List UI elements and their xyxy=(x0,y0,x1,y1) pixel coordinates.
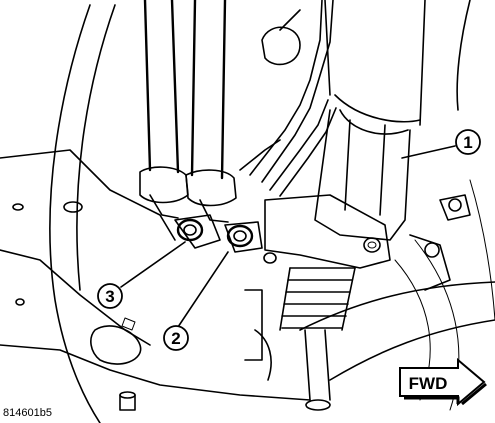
rack-boot-bellows xyxy=(244,252,356,411)
callout-2: 2 xyxy=(163,325,189,351)
figure-id-label: 814601b5 xyxy=(3,407,52,419)
wheel-hub-backdrop xyxy=(49,4,495,423)
metal-tubes xyxy=(239,0,337,197)
callout-3: 3 xyxy=(97,283,123,309)
callout-1-label: 1 xyxy=(463,133,472,152)
callout-leaders xyxy=(120,145,456,331)
callout-2-label: 2 xyxy=(171,329,180,348)
hose-fittings xyxy=(174,214,263,253)
callout-1: 1 xyxy=(455,129,481,155)
upper-right-tube xyxy=(261,0,471,135)
fwd-label: FWD xyxy=(409,374,448,393)
power-steering-hoses xyxy=(139,0,237,223)
steering-gear-housing xyxy=(264,109,471,291)
forward-direction-arrow: FWD xyxy=(399,357,487,407)
frame-crossmember xyxy=(0,149,311,411)
callout-3-label: 3 xyxy=(105,287,114,306)
